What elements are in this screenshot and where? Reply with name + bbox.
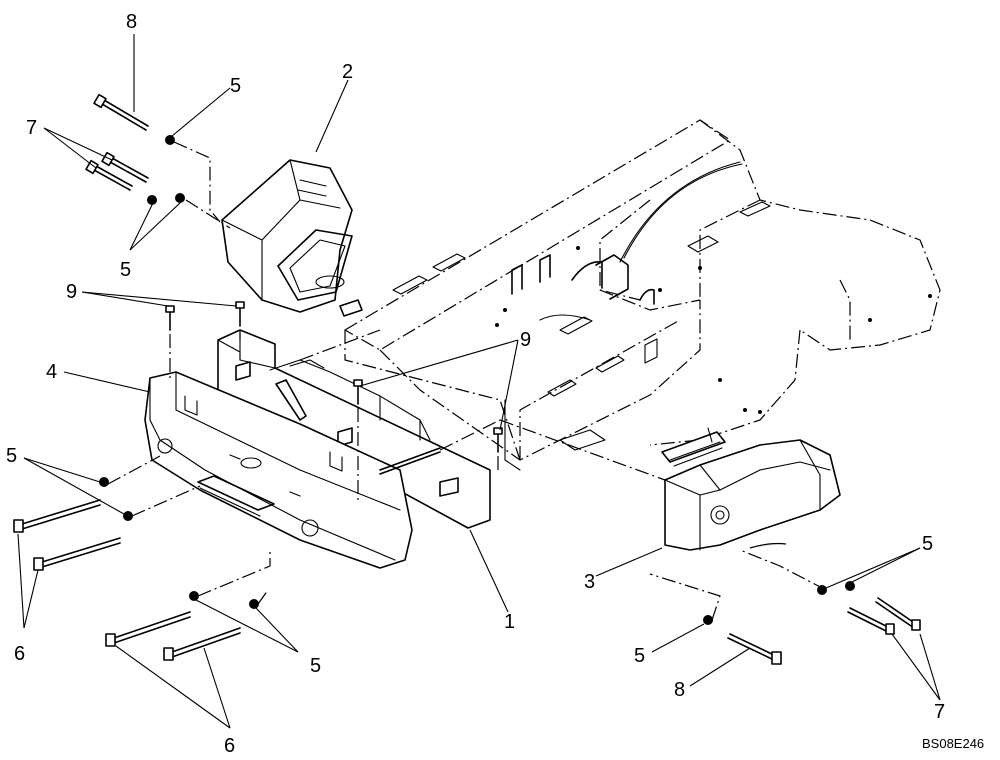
callout-7-lower: 7: [934, 701, 945, 723]
bolt-7-lower-a: [847, 607, 895, 635]
callout-6-left: 6: [14, 643, 25, 665]
callout-6-lower: 6: [224, 735, 235, 757]
callout-5-right: 5: [922, 533, 933, 555]
bolt-7-upper-b: [85, 159, 133, 191]
callout-5-lower-right: 5: [634, 645, 645, 667]
leader-lines: [17, 34, 941, 729]
assembly-centerlines: [107, 141, 827, 621]
callout-1: 1: [504, 611, 515, 633]
bolt-8-upper: [93, 93, 149, 131]
callout-5-lower: 5: [310, 655, 321, 677]
callout-8-upper: 8: [126, 11, 137, 33]
callout-8-lower: 8: [674, 679, 685, 701]
callout-2: 2: [342, 61, 353, 83]
bolt-7-upper-a: [101, 151, 149, 183]
callout-7-upper: 7: [26, 117, 37, 139]
bolts: [13, 93, 921, 665]
callout-5-upper: 5: [230, 75, 241, 97]
figure-reference-code: BS08E246: [922, 736, 984, 751]
bolt-7-lower-b: [875, 597, 921, 631]
bolt-6-d: [163, 627, 241, 661]
callout-labels: 8 5 2 7 5 9 9 4 5 6 1 3 5 6 5 8 5 7: [6, 11, 945, 757]
callout-9-right: 9: [520, 329, 531, 351]
bolt-6-b: [33, 537, 121, 571]
callout-5-mid: 5: [120, 259, 131, 281]
callout-5-left: 5: [6, 445, 17, 467]
bolt-6-c: [105, 611, 191, 647]
callout-4: 4: [46, 361, 57, 383]
bolt-6-a: [13, 499, 101, 533]
counterweight-part-2: [221, 159, 363, 317]
callout-9-left: 9: [66, 281, 77, 303]
bumper-counterweight-part-4: [144, 371, 413, 569]
nuts: [99, 135, 855, 625]
bolt-9-group: [165, 301, 503, 453]
counterweight-part-3: [664, 439, 841, 551]
bolt-8-lower: [727, 633, 782, 665]
chassis-frame-phantom: [344, 119, 941, 471]
callout-3: 3: [584, 571, 595, 593]
